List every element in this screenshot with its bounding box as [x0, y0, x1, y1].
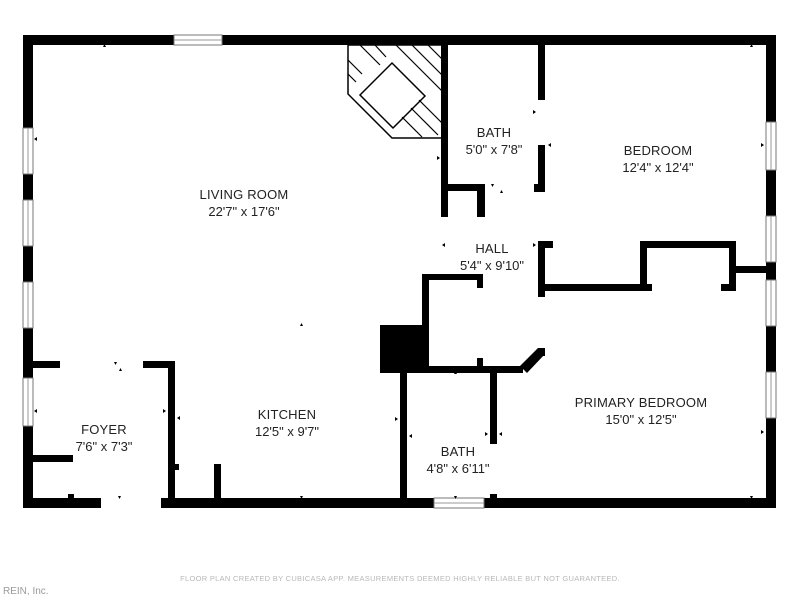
room-dimensions: 7'6" x 7'3" — [75, 439, 133, 454]
room-dimensions: 12'5" x 9'7" — [254, 424, 320, 439]
windows — [22, 34, 777, 509]
exterior-walls — [23, 35, 776, 508]
room-hall: HALL 5'4" x 9'10" — [460, 240, 524, 274]
room-name: LIVING ROOM — [199, 187, 289, 202]
room-dimensions: 5'4" x 9'10" — [459, 258, 525, 273]
interior-walls — [33, 45, 768, 502]
room-dimensions: 5'0" x 7'8" — [465, 142, 523, 157]
room-dimensions: 15'0" x 12'5" — [605, 412, 677, 427]
dimension-ticks — [34, 44, 764, 499]
room-name: PRIMARY BEDROOM — [574, 395, 708, 410]
room-bedroom: BEDROOM 12'4" x 12'4" — [622, 142, 693, 176]
room-kitchen: KITCHEN 12'5" x 9'7" — [255, 406, 319, 440]
room-name: KITCHEN — [257, 407, 317, 422]
credit-text: REIN, Inc. — [3, 586, 49, 597]
door-openings — [101, 498, 161, 508]
room-dimensions: 4'8" x 6'11" — [426, 461, 490, 476]
room-foyer: FOYER 7'6" x 7'3" — [76, 421, 133, 455]
room-name: HALL — [475, 241, 509, 256]
room-primary-bedroom: PRIMARY BEDROOM 15'0" x 12'5" — [575, 394, 708, 428]
room-dimensions: 22'7" x 17'6" — [208, 204, 280, 219]
disclaimer-text: FLOOR PLAN CREATED BY CUBICASA APP. MEAS… — [180, 574, 620, 583]
fireplace — [347, 44, 443, 139]
room-name: BATH — [440, 444, 476, 459]
room-bath-1: BATH 5'0" x 7'8" — [466, 124, 523, 158]
room-bath-2: BATH 4'8" x 6'11" — [426, 443, 489, 477]
room-name: BEDROOM — [623, 143, 693, 158]
room-living-room: LIVING ROOM 22'7" x 17'6" — [200, 186, 289, 220]
room-name: BATH — [476, 125, 512, 140]
room-name: FOYER — [81, 422, 127, 437]
room-dimensions: 12'4" x 12'4" — [622, 160, 694, 175]
